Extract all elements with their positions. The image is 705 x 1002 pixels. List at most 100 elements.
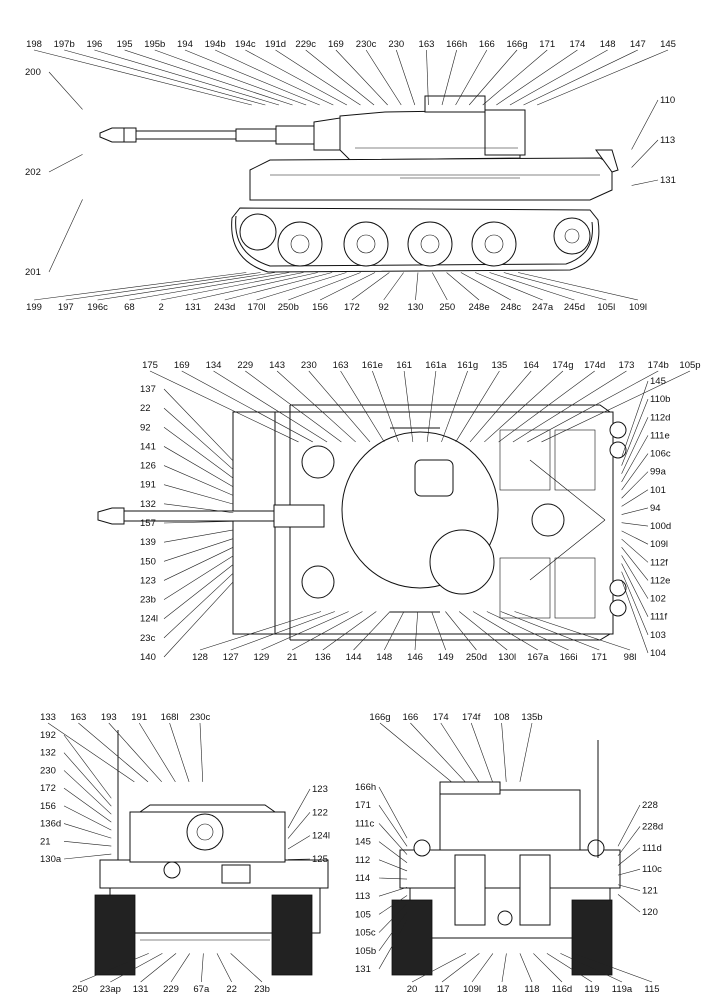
top-top-callout-164-leader [469, 370, 532, 443]
top-bottom-callout-250d-leader [445, 611, 477, 651]
side-top-callout-194c-leader [245, 49, 348, 106]
front-top-callout-193-leader [108, 722, 162, 783]
top-right-callout-111f: 111f [650, 612, 667, 623]
rear-right-callout-111d: 111d [642, 843, 662, 854]
rear-right-callout-228d: 228d [642, 821, 663, 832]
front-bottom-callout-22-leader [216, 953, 232, 983]
front-left-callout-230: 230 [40, 765, 56, 776]
side-bottom-callout-245d-leader [489, 272, 575, 301]
top-top-callout-169-leader [181, 370, 313, 443]
top-top-callout-161g-leader [441, 370, 468, 443]
top-top-callout-143-leader [276, 370, 356, 443]
front-view-drawing [94, 730, 329, 976]
top-top-callout-135-leader [455, 370, 500, 443]
side-right-callout-131: 131 [660, 175, 676, 186]
top-bottom-callout-128: 128 [192, 652, 208, 663]
front-top-callout-193: 193 [101, 712, 117, 723]
top-right-callout-103-leader [621, 571, 649, 635]
top-right-callout-111e: 111e [650, 430, 670, 441]
top-left-callout-150: 150 [140, 556, 156, 567]
top-right-callout-112e: 112e [650, 575, 670, 586]
top-bottom-callout-144: 144 [346, 652, 362, 663]
side-top-callout-166h-leader [441, 49, 457, 106]
front-right-callout-122: 122 [312, 807, 328, 818]
front-left-callout-192-leader [63, 734, 112, 799]
side-right-callout-113-leader [631, 139, 659, 168]
side-top-callout-195-leader [124, 49, 293, 106]
top-right-callout-111e-leader [621, 435, 649, 483]
rear-left-callout-171: 171 [355, 800, 371, 811]
top-left-callout-139: 139 [140, 537, 156, 548]
top-view-drawing [97, 404, 627, 641]
top-left-callout-191: 191 [140, 480, 156, 491]
rear-right-callout-120: 120 [642, 907, 658, 918]
top-left-callout-23c: 23c [140, 633, 156, 644]
side-top-callout-197b: 197b [54, 39, 75, 50]
side-bottom-callout-105l-leader [503, 272, 607, 301]
top-top-callout-161e: 161e [362, 360, 383, 371]
top-bottom-callout-21-leader [291, 611, 363, 651]
side-bottom-callout-199-leader [33, 272, 247, 301]
front-top-callout-168l: 168l [161, 712, 179, 723]
top-right-callout-100d: 100d [650, 521, 671, 532]
side-bottom-callout-130-leader [415, 272, 419, 301]
top-right-callout-104-leader [621, 579, 649, 654]
side-bottom-callout-131-leader [192, 272, 318, 301]
top-bottom-callout-136-leader [322, 611, 377, 651]
rear-bottom-callout-117-leader [441, 953, 480, 983]
side-top-callout-194c: 194c [235, 39, 256, 50]
top-top-callout-174d: 174d [584, 360, 605, 371]
rear-left-callout-113-leader [378, 887, 408, 897]
side-bottom-callout-196c: 196c [87, 302, 108, 313]
front-bottom-callout-23b: 23b [254, 984, 270, 995]
front-top-callout-163-leader [78, 722, 149, 783]
side-top-callout-229c: 229c [295, 39, 316, 50]
top-left-callout-150-leader [163, 538, 234, 562]
rear-left-callout-145: 145 [355, 837, 371, 848]
side-top-callout-194b-leader [215, 49, 334, 106]
side-bottom-callout-243d: 243d [214, 302, 235, 313]
side-bottom-callout-197-leader [65, 272, 261, 301]
rear-top-callout-108: 108 [494, 712, 510, 723]
side-top-callout-169: 169 [328, 39, 344, 50]
rear-right-callout-111d-leader [617, 847, 641, 866]
front-top-callout-230c-leader [199, 722, 204, 782]
rear-left-callout-111c-leader [378, 823, 408, 855]
side-top-callout-230c-leader [365, 49, 402, 106]
rear-right-callout-110c: 110c [642, 864, 662, 875]
top-bottom-callout-146-leader [414, 611, 419, 651]
top-top-callout-164: 164 [523, 360, 539, 371]
top-top-callout-161e-leader [372, 370, 399, 443]
top-right-callout-106c-leader [621, 453, 649, 491]
top-left-callout-132-leader [163, 503, 234, 514]
top-right-callout-112d: 112d [650, 412, 670, 423]
side-bottom-callout-2-leader [161, 272, 304, 301]
side-top-callout-145-leader [536, 49, 669, 106]
top-right-callout-112d-leader [621, 417, 649, 474]
side-top-callout-174-leader [496, 49, 578, 106]
rear-bottom-callout-116d-leader [533, 953, 563, 983]
side-left-callout-202-leader [48, 154, 83, 173]
rear-view-drawing [391, 740, 621, 976]
top-bottom-callout-129: 129 [253, 652, 269, 663]
front-left-callout-172-leader [63, 787, 112, 823]
side-bottom-callout-156: 156 [312, 302, 328, 313]
top-top-callout-105p-leader [541, 370, 691, 443]
front-top-callout-133: 133 [40, 712, 56, 723]
front-left-callout-132: 132 [40, 748, 56, 759]
side-top-callout-194-leader [184, 49, 320, 106]
rear-top-callout-174f: 174f [462, 712, 481, 723]
front-right-callout-125: 125 [312, 854, 328, 865]
rear-bottom-callout-115-leader [573, 953, 653, 983]
side-bottom-callout-196c-leader [97, 272, 275, 301]
rear-top-callout-174f-leader [470, 722, 493, 782]
top-top-callout-163: 163 [333, 360, 349, 371]
top-top-callout-163-leader [340, 370, 385, 443]
top-bottom-callout-129-leader [261, 611, 349, 651]
front-right-callout-122-leader [287, 812, 311, 839]
side-top-callout-230-leader [396, 49, 416, 106]
top-top-callout-174b-leader [527, 370, 659, 443]
top-top-callout-230: 230 [301, 360, 317, 371]
front-left-callout-130a: 130a [40, 854, 62, 865]
top-bottom-callout-130l-leader [459, 611, 508, 651]
